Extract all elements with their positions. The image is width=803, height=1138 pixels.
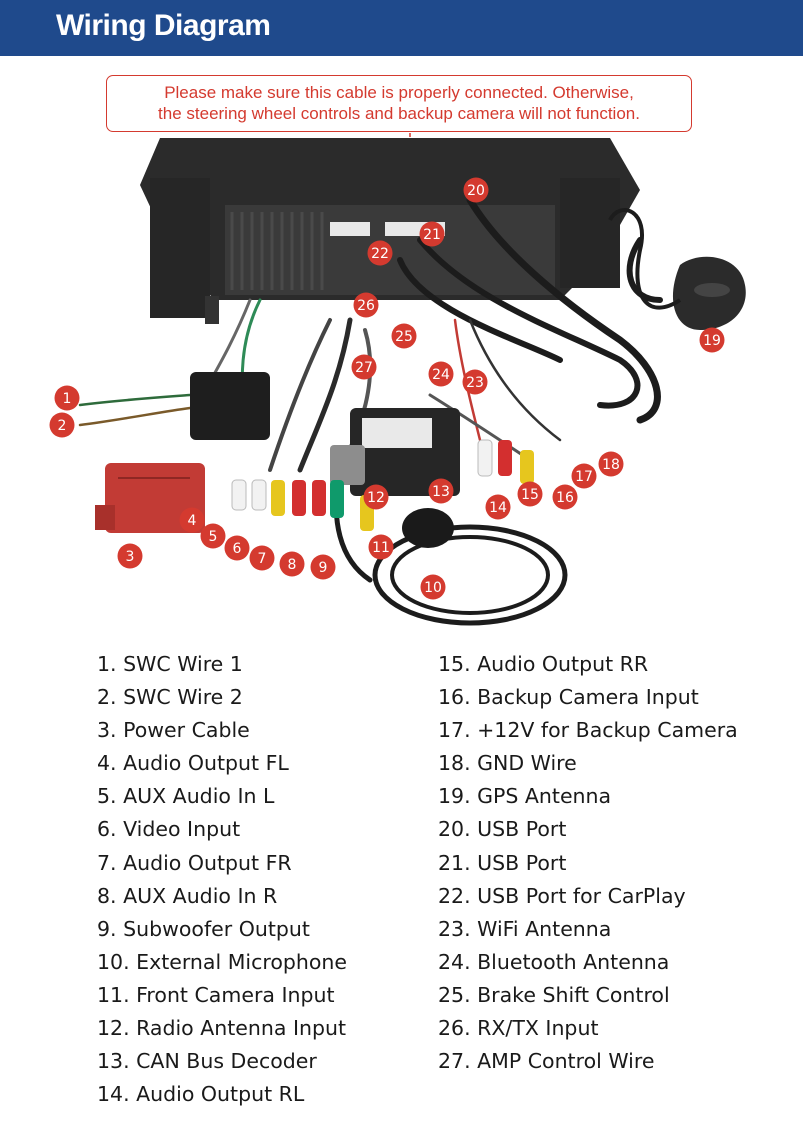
legend-item: 22. USB Port for CarPlay (438, 883, 686, 908)
marker-23: 23 (466, 375, 484, 391)
page-title: Wiring Diagram (56, 9, 271, 42)
legend-right-list: 15. Audio Output RR 16. Backup Camera In… (438, 648, 738, 1078)
legend-item: 9. Subwoofer Output (97, 916, 310, 941)
legend-item: 4. Audio Output FL (97, 751, 289, 776)
marker-20: 20 (467, 183, 485, 199)
marker-1: 1 (63, 391, 72, 407)
legend-item: 20. USB Port (438, 817, 567, 842)
marker-15: 15 (521, 487, 539, 503)
notice-line-2: the steering wheel controls and backup c… (158, 104, 640, 123)
legend-item: 23. WiFi Antenna (438, 916, 612, 941)
legend-item: 16. Backup Camera Input (438, 685, 699, 710)
legend-item: 21. USB Port (438, 850, 567, 875)
marker-18: 18 (602, 457, 620, 473)
legend-item: 27. AMP Control Wire (438, 1049, 655, 1074)
marker-25: 25 (395, 329, 413, 345)
marker-8: 8 (288, 557, 297, 573)
legend-item: 18. GND Wire (438, 751, 577, 776)
rca-connectors (231, 439, 534, 531)
marker-14: 14 (489, 500, 507, 516)
legend-item: 17. +12V for Backup Camera (438, 718, 738, 743)
notice-line-1: Please make sure this cable is properly … (164, 83, 634, 102)
power-harness (95, 463, 205, 533)
marker-22: 22 (371, 246, 389, 262)
marker-21: 21 (423, 227, 441, 243)
wiring-diagram: 1 2 3 4 5 6 7 8 9 10 11 12 13 14 15 16 1… (49, 133, 746, 626)
legend-item: 7. Audio Output FR (97, 850, 292, 875)
legend-item: 14. Audio Output RL (97, 1082, 305, 1107)
legend-item: 3. Power Cable (97, 718, 250, 743)
legend-item: 12. Radio Antenna Input (97, 1016, 347, 1041)
legend-item: 26. RX/TX Input (438, 1016, 599, 1041)
legend-item: 2. SWC Wire 2 (97, 685, 243, 710)
legend-item: 15. Audio Output RR (438, 652, 649, 676)
marker-17: 17 (575, 469, 593, 485)
legend-item: 24. Bluetooth Antenna (438, 949, 670, 974)
gps-antenna (608, 208, 746, 330)
marker-2: 2 (58, 418, 67, 434)
marker-6: 6 (233, 541, 242, 557)
legend-left-list: 1. SWC Wire 1 2. SWC Wire 2 3. Power Cab… (97, 648, 347, 1111)
legend-item: 1. SWC Wire 1 (97, 652, 243, 676)
marker-9: 9 (319, 560, 328, 576)
marker-4: 4 (188, 513, 197, 529)
marker-16: 16 (556, 490, 574, 506)
warning-notice: Please make sure this cable is properly … (106, 75, 692, 132)
marker-7: 7 (258, 551, 267, 567)
legend-item: 6. Video Input (97, 817, 241, 842)
legend-item: 5. AUX Audio In L (97, 784, 275, 809)
marker-27: 27 (355, 360, 373, 376)
legend-item: 25. Brake Shift Control (438, 982, 670, 1007)
marker-13: 13 (432, 484, 450, 500)
swc-box (190, 372, 270, 440)
header-bar: Wiring Diagram (0, 0, 803, 56)
marker-19: 19 (703, 333, 721, 349)
microphone (372, 508, 568, 626)
marker-11: 11 (372, 540, 390, 556)
marker-24: 24 (432, 367, 450, 383)
marker-26: 26 (357, 298, 375, 314)
legend-item: 13. CAN Bus Decoder (97, 1049, 317, 1074)
marker-10: 10 (424, 580, 442, 596)
legend-item: 8. AUX Audio In R (97, 883, 278, 908)
marker-3: 3 (126, 549, 135, 565)
legend-item: 19. GPS Antenna (438, 784, 612, 809)
marker-12: 12 (367, 490, 385, 506)
legend-item: 10. External Microphone (97, 949, 348, 974)
legend-item: 11. Front Camera Input (97, 982, 335, 1007)
marker-5: 5 (209, 529, 218, 545)
